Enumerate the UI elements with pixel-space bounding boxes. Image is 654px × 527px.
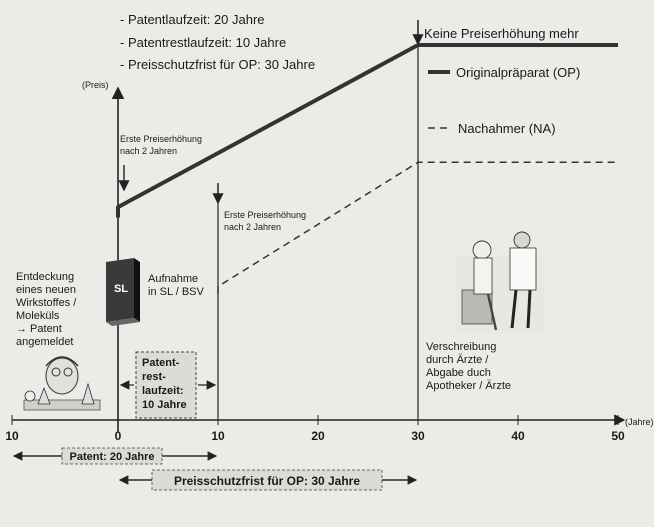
svg-text:Wirkstoffes /: Wirkstoffes / [16, 297, 77, 309]
patent-span-box [61, 447, 163, 465]
svg-text:eines neuen: eines neuen [16, 284, 76, 296]
x-tick-label: 40 [511, 429, 525, 443]
note-patent-term: - Patentlaufzeit: 20 Jahre [120, 12, 265, 27]
svg-text:angemeldet: angemeldet [16, 336, 74, 348]
patent-rest-box [135, 351, 197, 419]
svg-text:Entdeckung: Entdeckung [16, 271, 74, 283]
svg-text:Apotheker / Ärzte: Apotheker / Ärzte [426, 380, 511, 392]
svg-text:Verschreibung: Verschreibung [426, 341, 496, 353]
svg-text:durch Ärzte /: durch Ärzte / [426, 354, 489, 366]
prescription-note: Verschreibung durch Ärzte / Abgabe duch … [426, 341, 511, 392]
protection-span-box [151, 469, 383, 491]
x-tick-label: 50 [611, 429, 625, 443]
na-increase-label: Erste Preiserhöhung [224, 210, 306, 220]
x-tick-label: 10 [5, 429, 19, 443]
op-increase-label: nach 2 Jahren [120, 146, 177, 156]
patent-rest-label: Patent- rest- laufzeit: 10 Jahre [142, 357, 187, 411]
legend-na-label: Nachahmer (NA) [458, 121, 556, 136]
svg-text:Moleküls: Moleküls [16, 310, 60, 322]
y-axis-label: (Preis) [82, 80, 109, 90]
x-tick-label: 20 [311, 429, 325, 443]
note-remaining-term: - Patentrestlaufzeit: 10 Jahre [120, 35, 286, 50]
x-tick-label: 30 [411, 429, 425, 443]
legend-op-label: Originalpräparat (OP) [456, 65, 580, 80]
svg-text:Abgabe duch: Abgabe duch [426, 367, 491, 379]
scientist-illustration [23, 356, 101, 411]
op-increase-label: Erste Preiserhöhung [120, 134, 202, 144]
sl-admission-label: Aufnahme [148, 273, 198, 285]
sl-admission-label: in SL / BSV [148, 286, 205, 298]
no-increase-label: Keine Preiserhöhung mehr [424, 26, 579, 41]
discovery-note: Entdeckung eines neuen Wirkstoffes / Mol… [16, 271, 77, 348]
sl-book-icon [106, 258, 140, 326]
svg-text:→ Patent: → Patent [16, 323, 62, 335]
series-na-line [217, 161, 618, 294]
na-increase-label: nach 2 Jahren [224, 222, 281, 232]
svg-text:laufzeit:: laufzeit: [142, 385, 184, 397]
patent-span-label: Patent: 20 Jahre [70, 451, 155, 463]
x-tick-label: 0 [115, 429, 122, 443]
svg-text:rest-: rest- [142, 371, 166, 383]
sl-badge-text: SL [114, 283, 128, 295]
svg-text:10 Jahre: 10 Jahre [142, 399, 187, 411]
doctor-patient-illustration [456, 231, 544, 334]
x-axis-label: (Jahre) [625, 417, 654, 427]
x-tick-label: 10 [211, 429, 225, 443]
series-op-line [116, 43, 618, 218]
svg-text:Patent-: Patent- [142, 357, 180, 369]
protection-span-label: Preisschutzfrist für OP: 30 Jahre [174, 474, 360, 488]
note-price-protection: - Preisschutzfrist für OP: 30 Jahre [120, 57, 315, 72]
